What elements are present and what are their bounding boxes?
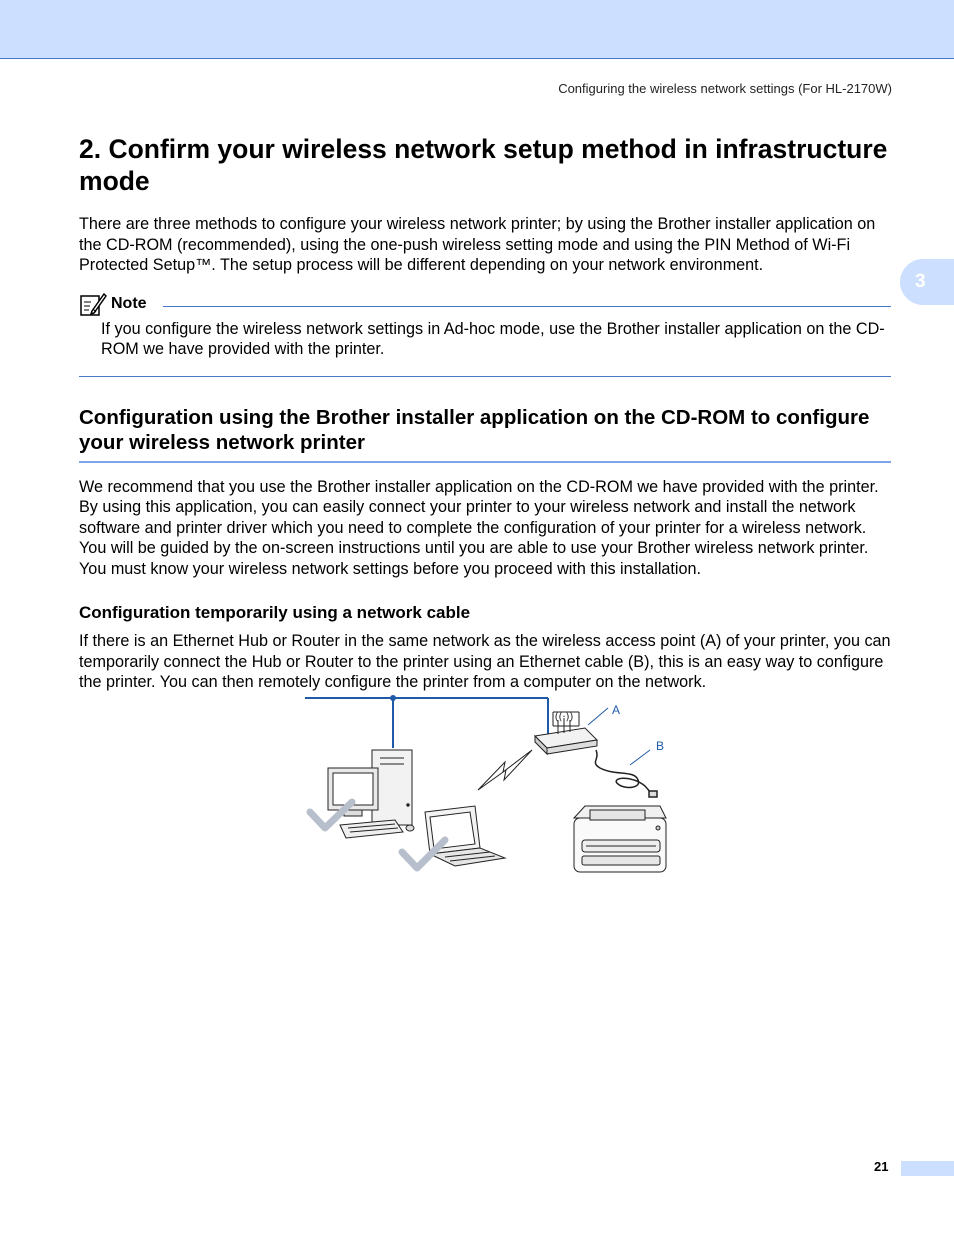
note-bottom-rule xyxy=(79,375,891,377)
section-intro: There are three methods to configure you… xyxy=(79,215,876,274)
page-number-tab xyxy=(901,1161,954,1176)
network-cable-lines xyxy=(305,697,549,748)
network-diagram: ((·)) A B xyxy=(305,695,667,873)
page-content: 2. Confirm your wireless network setup m… xyxy=(79,133,891,693)
note-label: Note xyxy=(111,294,147,312)
figure-label-a: A xyxy=(612,703,620,717)
svg-text:((·)): ((·)) xyxy=(555,712,574,723)
ethernet-cable-icon xyxy=(594,749,658,798)
wireless-signal-icon xyxy=(477,749,533,791)
access-point-icon: ((·)) xyxy=(533,711,599,756)
desktop-computer-icon xyxy=(327,749,415,839)
label-b-leader xyxy=(629,749,651,766)
note-text: If you configure the wireless network se… xyxy=(101,319,885,359)
chapter-tab: 3 xyxy=(900,259,954,305)
note-divider xyxy=(162,306,891,307)
checkmark-icon xyxy=(306,798,449,872)
subsubsection-title: Configuration temporarily using a networ… xyxy=(79,603,471,623)
figure-label-b: B xyxy=(656,739,664,753)
subsection-body: We recommend that you use the Brother in… xyxy=(79,477,879,578)
note-pencil-icon xyxy=(80,292,107,316)
header-band xyxy=(0,0,954,59)
running-header: Configuring the wireless network setting… xyxy=(558,81,892,96)
printer-icon xyxy=(572,805,667,873)
subsection-title: Configuration using the Brother installe… xyxy=(79,405,891,463)
network-junction xyxy=(390,695,396,701)
note-box: Note If you configure the wireless netwo… xyxy=(79,289,891,377)
chapter-number: 3 xyxy=(915,271,926,292)
label-a-leader xyxy=(587,707,609,726)
laptop-icon xyxy=(424,805,507,867)
section-title: 2. Confirm your wireless network setup m… xyxy=(79,134,888,196)
subsubsection-body: If there is an Ethernet Hub or Router in… xyxy=(79,632,891,692)
page-number: 21 xyxy=(874,1159,889,1174)
